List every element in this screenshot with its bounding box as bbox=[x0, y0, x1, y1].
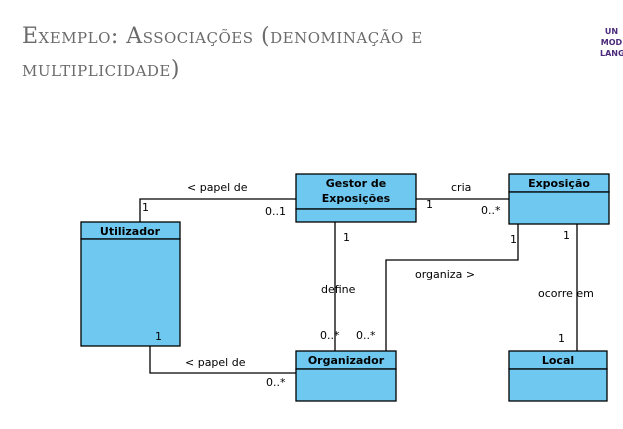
logo-line-3: LANG bbox=[600, 49, 623, 58]
mult-gestor-define: 1 bbox=[343, 231, 350, 244]
association-papel-de-organizador-label: < papel de bbox=[185, 356, 246, 369]
mult-organizador-from-utilizador: 0..* bbox=[266, 376, 286, 389]
mult-gestor-from-utilizador: 0..1 bbox=[265, 205, 286, 218]
association-cria-label: cria bbox=[451, 181, 471, 194]
mult-utilizador-to-gestor: 1 bbox=[142, 201, 149, 214]
class-gestor-name-line-1: Gestor de bbox=[326, 177, 386, 190]
association-ocorre-em-label: ocorre em bbox=[538, 287, 594, 300]
association-organiza-line bbox=[385, 224, 519, 351]
class-gestor-de-exposicoes: Gestor de Exposições bbox=[295, 173, 417, 223]
slide-title-line-1: Exemplo: Associações (denominação e bbox=[22, 24, 423, 49]
mult-utilizador-to-organizador: 1 bbox=[155, 330, 162, 343]
mult-gestor-cria: 1 bbox=[426, 198, 433, 211]
slide-title-line-2: multiplicidade) bbox=[22, 57, 180, 82]
mult-organizador-define: 0..* bbox=[320, 329, 340, 342]
mult-exposicao-ocorre: 1 bbox=[563, 229, 570, 242]
class-local-name: Local bbox=[542, 354, 574, 367]
logo-line-2: MOD bbox=[600, 38, 623, 47]
class-utilizador-name: Utilizador bbox=[100, 225, 161, 238]
class-exposicao: Exposição bbox=[508, 173, 610, 225]
association-papel-de-gestor-line bbox=[139, 198, 296, 222]
association-lines bbox=[139, 198, 578, 374]
mult-local-ocorre: 1 bbox=[558, 332, 565, 345]
association-define-label: define bbox=[321, 283, 356, 296]
association-papel-de-gestor-label: < papel de bbox=[187, 181, 248, 194]
slide-title: Exemplo: Associações (denominação e mult… bbox=[22, 20, 592, 86]
class-exposicao-name: Exposição bbox=[528, 177, 590, 190]
association-papel-de-organizador-line bbox=[149, 346, 296, 374]
class-gestor-name-line-2: Exposições bbox=[322, 192, 391, 205]
class-local: Local bbox=[508, 350, 608, 402]
class-organizador-name: Organizador bbox=[308, 354, 385, 367]
mult-exposicao-cria: 0..* bbox=[481, 204, 501, 217]
university-logo: UN MOD LANG bbox=[600, 26, 623, 59]
class-utilizador: Utilizador bbox=[80, 221, 181, 347]
mult-organizador-organiza: 0..* bbox=[356, 329, 376, 342]
mult-exposicao-organiza: 1 bbox=[510, 233, 517, 246]
class-organizador: Organizador bbox=[295, 350, 397, 402]
association-organiza-label: organiza > bbox=[415, 268, 475, 281]
logo-line-1: UN bbox=[604, 27, 619, 36]
